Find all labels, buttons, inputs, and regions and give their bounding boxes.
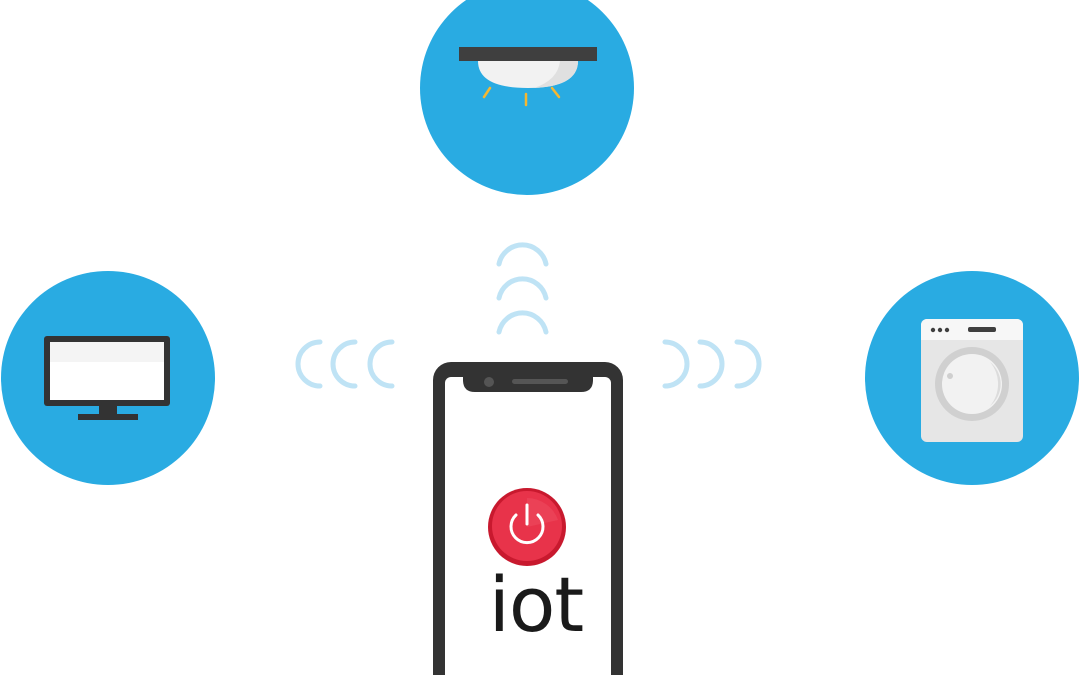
ceiling-light-icon	[459, 47, 597, 107]
power-button	[488, 488, 566, 566]
iot-label: iot	[488, 560, 584, 649]
monitor-device	[1, 271, 215, 485]
monitor-icon	[44, 336, 170, 420]
wifi-signal-up	[496, 242, 549, 335]
washing-machine-device	[865, 271, 1079, 485]
wifi-signal-right	[662, 339, 762, 389]
washing-machine-icon	[921, 319, 1023, 442]
ceiling-light-device	[420, 0, 634, 195]
wifi-signal-left	[295, 339, 395, 389]
power-icon	[509, 503, 545, 545]
